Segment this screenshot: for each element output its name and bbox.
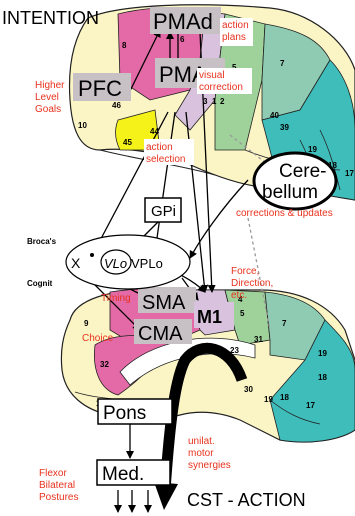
cst-action-header: CST - ACTION bbox=[187, 490, 306, 510]
cerebellum-label-1: Cere- bbox=[279, 161, 327, 182]
gpi-label: GPi bbox=[151, 203, 176, 220]
pons-box: Pons bbox=[98, 399, 172, 424]
note-flexor-2: Bilateral bbox=[39, 480, 75, 491]
thalamus-x-label: X bbox=[71, 255, 81, 271]
area-number: 30 bbox=[244, 385, 253, 394]
cst-arrowhead bbox=[154, 482, 178, 510]
note-higher-goals-3: Goals bbox=[35, 104, 61, 115]
area-number: 40 bbox=[270, 111, 279, 120]
area-number: 19 bbox=[308, 145, 317, 154]
thalamus-dot bbox=[90, 253, 94, 257]
area-number: 46 bbox=[112, 101, 121, 110]
pons-label: Pons bbox=[103, 403, 146, 424]
note-timing: Timing bbox=[101, 293, 131, 304]
gpi-box: GPi bbox=[145, 198, 181, 222]
area-number: 7 bbox=[280, 59, 285, 68]
note-action-selection-2: selection bbox=[146, 154, 185, 165]
area-number: 9 bbox=[84, 319, 89, 328]
note-choice: Choice bbox=[82, 333, 114, 344]
area-number: 8 bbox=[122, 41, 127, 50]
area-number: 32 bbox=[100, 360, 109, 369]
area-number: 5 bbox=[240, 309, 245, 318]
note-force-3: etc. bbox=[231, 290, 247, 301]
sma-label: SMA bbox=[142, 292, 186, 314]
note-visual-correction-1: visual bbox=[199, 70, 225, 81]
area-number: 19 bbox=[264, 395, 273, 404]
area-number: 1 bbox=[212, 97, 217, 106]
note-higher-goals-2: Level bbox=[35, 92, 59, 103]
pfc-box: PFC bbox=[73, 73, 131, 101]
thalamus-vlo-label: VLo bbox=[104, 256, 127, 271]
note-flexor-1: Flexor bbox=[39, 468, 67, 479]
area-number: 17 bbox=[345, 169, 354, 178]
note-force-1: Force, bbox=[231, 266, 259, 277]
area-number: 2 bbox=[220, 97, 225, 106]
med-label: Med. bbox=[102, 464, 144, 485]
note-corrections-updates: corrections & updates bbox=[236, 208, 333, 219]
area-number: 45 bbox=[123, 138, 132, 147]
note-higher-goals-1: Higher bbox=[35, 80, 65, 91]
pfc-label: PFC bbox=[78, 76, 122, 101]
area-number: 10 bbox=[78, 121, 87, 130]
note-unilat-3: synergies bbox=[188, 460, 231, 471]
m1-label: M1 bbox=[197, 307, 222, 327]
brocas-label: Broca's bbox=[27, 237, 57, 246]
area-number: 18 bbox=[280, 393, 289, 402]
area-number: 31 bbox=[254, 335, 263, 344]
cma-box: CMA bbox=[134, 319, 192, 345]
area-number: 17 bbox=[306, 401, 315, 410]
med-box: Med. bbox=[97, 460, 170, 485]
note-flexor-3: Postures bbox=[39, 492, 78, 503]
arrow-cerebellum-to-vplo bbox=[190, 180, 248, 258]
intention-header: INTENTION bbox=[2, 8, 99, 28]
note-force-2: Direction, bbox=[231, 278, 273, 289]
sma-box: SMA bbox=[138, 287, 196, 314]
cma-label: CMA bbox=[138, 323, 183, 345]
area-number: 7 bbox=[282, 319, 287, 328]
cerebellum-node: Cere- bellum bbox=[254, 153, 336, 209]
area-number: 39 bbox=[280, 123, 289, 132]
thalamus-vplo-label: VPLo bbox=[131, 256, 163, 271]
note-unilat-2: motor bbox=[188, 448, 214, 459]
note-unilat-1: unilat. bbox=[188, 436, 215, 447]
area-number: 6 bbox=[180, 35, 185, 44]
note-action-plans-1: action bbox=[222, 20, 249, 31]
note-action-plans-2: plans bbox=[222, 32, 246, 43]
area-number: 19 bbox=[318, 349, 327, 358]
pmad-box: PMAd bbox=[150, 7, 221, 34]
area-number: 18 bbox=[318, 373, 327, 382]
cognitive-label: Cognit bbox=[27, 279, 53, 288]
pmad-label: PMAd bbox=[153, 9, 213, 34]
m1-box: M1 bbox=[194, 302, 234, 328]
cerebellum-label-2: bellum bbox=[262, 182, 318, 203]
note-action-selection-1: action bbox=[146, 142, 173, 153]
note-visual-correction-2: correction bbox=[199, 82, 243, 93]
